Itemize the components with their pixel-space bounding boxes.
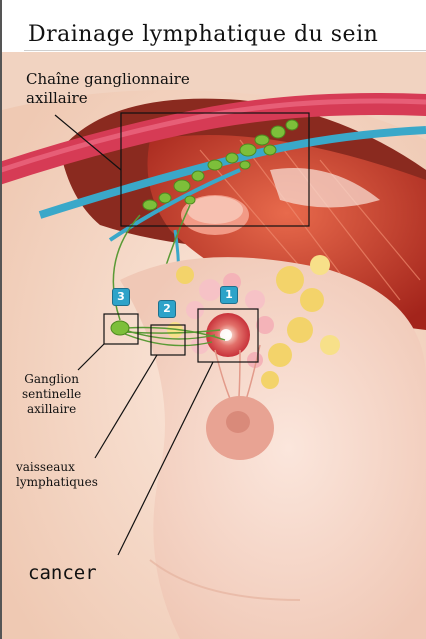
label-sentinel-line2: sentinelle <box>22 387 81 402</box>
nipple <box>226 411 250 433</box>
badge-1: 1 <box>220 286 238 304</box>
frame-edge <box>0 0 2 639</box>
label-axillary-chain: Chaîne ganglionnaire axillaire <box>26 70 190 108</box>
label-sentinel-line1: Ganglion <box>22 372 81 387</box>
label-sentinel-node: Ganglion sentinelle axillaire <box>22 372 81 417</box>
label-axillary-chain-line2: axillaire <box>26 89 190 108</box>
title-rule <box>24 50 426 51</box>
label-cancer: cancer <box>28 562 97 586</box>
label-vessels-line2: lymphatiques <box>16 475 98 490</box>
label-vessels-line1: vaisseaux <box>16 460 98 475</box>
sentinel-node <box>111 321 129 335</box>
diagram-title: Drainage lymphatique du sein <box>28 22 378 47</box>
badge-2: 2 <box>158 300 176 318</box>
badge-3: 3 <box>112 288 130 306</box>
label-sentinel-line3: axillaire <box>22 402 81 417</box>
label-lymph-vessels: vaisseaux lymphatiques <box>16 460 98 490</box>
label-axillary-chain-line1: Chaîne ganglionnaire <box>26 70 190 89</box>
